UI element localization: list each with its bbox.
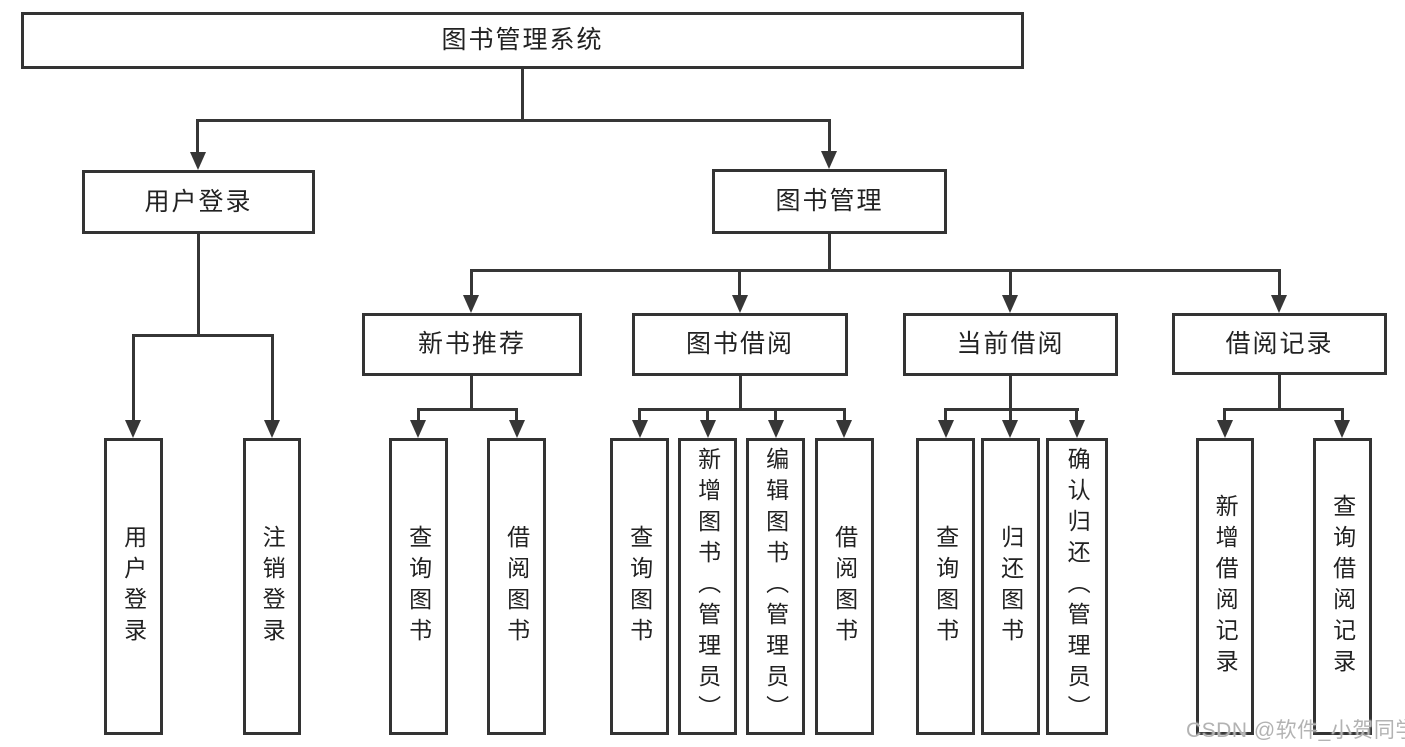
leaf-confirm-return-admin: 确认归还（管理员） [1046,438,1108,735]
arrowhead-down [1217,420,1233,438]
connector-stem [1278,375,1281,411]
connector-stem [1009,269,1012,298]
leaf-label: 编辑图书（管理员） [762,447,789,726]
connector-stem [739,376,742,411]
node-book-management: 图书管理 [712,169,947,234]
connector-stem [470,376,473,411]
connector-stem [417,408,420,424]
arrowhead-down [1069,420,1085,438]
connector-stem [774,408,777,424]
leaf-label: 借阅图书 [831,524,858,649]
leaf-add-book-admin: 新增图书（管理员） [678,438,737,735]
leaf-label: 查询借阅记录 [1329,493,1356,680]
connector-stem [1009,408,1012,424]
leaf-label: 注销登录 [259,524,286,649]
connector-level3-bar [470,269,1281,272]
connector-branch-bar [132,334,274,337]
arrowhead-down [632,420,648,438]
leaf-label: 确认归还（管理员） [1064,447,1091,726]
node-current-borrow: 当前借阅 [903,313,1118,376]
arrowhead-down [463,295,479,313]
connector-stem [1075,408,1078,424]
node-label: 用户登录 [144,187,253,216]
arrowhead-down [1334,420,1350,438]
arrowhead-down [1002,420,1018,438]
connector-stem [843,408,846,424]
leaf-label: 新增图书（管理员） [694,447,721,726]
connector-stem [271,334,274,424]
leaf-label: 新增借阅记录 [1212,493,1239,680]
arrowhead-down [1002,295,1018,313]
connector-stem [738,269,741,298]
leaf-query-borrow-record: 查询借阅记录 [1313,438,1372,735]
arrowhead-down [732,295,748,313]
leaf-borrow-books: 借阅图书 [815,438,874,735]
arrowhead-down [768,420,784,438]
leaf-return-books: 归还图书 [981,438,1040,735]
leaf-logout-login: 注销登录 [243,438,301,735]
leaf-label: 查询图书 [626,524,653,649]
node-library-system: 图书管理系统 [21,12,1024,69]
node-new-book-recommend: 新书推荐 [362,313,582,376]
connector-stem [1223,408,1226,424]
watermark: CSDN @软件_小贺同学 [1186,719,1405,742]
arrowhead-down [1271,295,1287,313]
connector-stem [1009,376,1012,411]
leaf-edit-book-admin: 编辑图书（管理员） [746,438,805,735]
node-label: 新书推荐 [417,330,526,358]
arrowhead-down [509,420,525,438]
arrowhead-down [836,420,852,438]
connector-stem [1278,269,1281,298]
arrowhead-down [190,152,206,170]
connector-stem [515,408,518,424]
connector-stem [1341,408,1344,424]
connector-stem [196,119,199,155]
connector-root-stem [521,68,524,121]
leaf-add-borrow-record: 新增借阅记录 [1196,438,1254,735]
connector-level2-bar [196,119,831,122]
arrowhead-down [410,420,426,438]
leaf-query-books: 查询图书 [389,438,448,735]
connector-branch-bar [1223,408,1344,411]
connector-stem [132,334,135,424]
connector-branch-bar [638,408,846,411]
arrowhead-down [821,151,837,169]
leaf-user-login: 用户登录 [104,438,163,735]
leaf-query-books: 查询图书 [916,438,975,735]
leaf-borrow-books: 借阅图书 [487,438,546,735]
connector-branch-bar [417,408,518,411]
node-label: 当前借阅 [956,330,1065,358]
node-label: 图书管理 [775,187,884,215]
node-label: 借阅记录 [1225,329,1334,358]
connector-stem [706,408,709,424]
node-book-borrow: 图书借阅 [632,313,848,376]
arrowhead-down [938,420,954,438]
arrowhead-down [700,420,716,438]
connector-stem [470,269,473,298]
leaf-label: 查询图书 [405,524,432,649]
connector-stem [828,233,831,272]
arrowhead-down [264,420,280,438]
arrowhead-down [125,420,141,438]
leaf-label: 归还图书 [997,524,1024,649]
node-label: 图书管理系统 [441,26,604,54]
node-label: 图书借阅 [685,330,794,358]
connector-stem [944,408,947,424]
leaf-label: 借阅图书 [503,524,530,649]
leaf-label: 用户登录 [120,524,147,649]
leaf-label: 查询图书 [932,524,959,649]
connector-stem [638,408,641,424]
connector-stem [197,234,200,337]
node-borrow-records: 借阅记录 [1172,313,1387,375]
node-user-login: 用户登录 [82,170,315,234]
leaf-query-books: 查询图书 [610,438,669,735]
connector-stem [828,119,831,154]
